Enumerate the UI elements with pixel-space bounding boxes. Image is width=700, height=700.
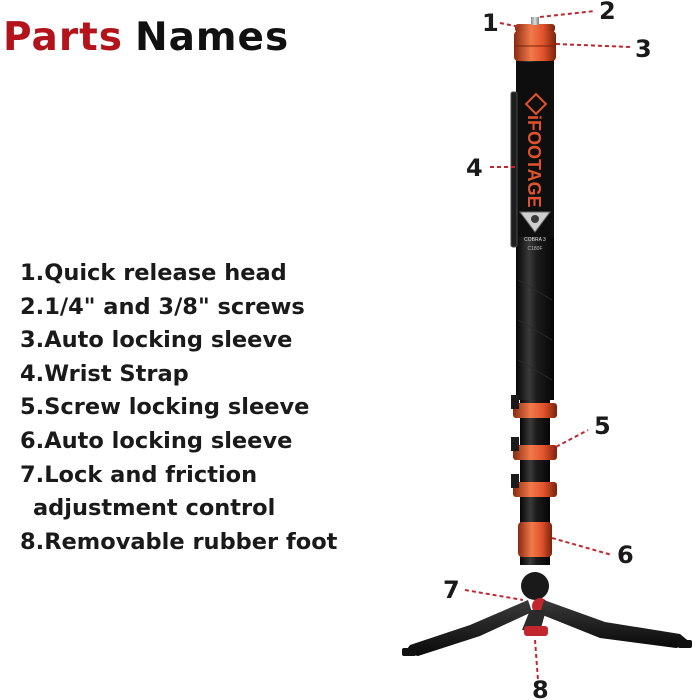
callout-2: 2	[599, 0, 616, 25]
callout-1: 1	[482, 9, 499, 37]
parts-list-item: 6.Auto locking sleeve	[20, 427, 293, 454]
screw-locking-sleeve	[513, 482, 557, 497]
callout-8: 8	[532, 676, 549, 700]
screw-stud	[531, 17, 539, 25]
screw-locking-sleeve	[513, 403, 557, 418]
brand-logo-text: iFOOTAGE	[524, 115, 544, 208]
parts-list-item: 4.Wrist Strap	[20, 360, 189, 387]
rubber-foot	[524, 626, 548, 636]
brand-logo: iFOOTAGE	[524, 92, 548, 208]
callout-5: 5	[594, 412, 611, 440]
model-code-text: C180F	[527, 246, 542, 252]
quick-release-head	[515, 24, 555, 32]
wrist-strap	[510, 91, 518, 248]
parts-list-item: 1.Quick release head	[20, 260, 287, 286]
title-word-parts: Parts	[3, 15, 123, 60]
tripod-leg-right	[540, 600, 692, 648]
leader-line-3	[555, 43, 631, 48]
leader-line-7	[464, 589, 524, 601]
cobra-badge: COBRA 3 C180F	[519, 211, 551, 252]
parts-list-item: 5.Screw locking sleeve	[20, 394, 310, 421]
ball-joint	[521, 572, 549, 600]
leader-line-5	[549, 429, 589, 451]
title-word-names: Names	[134, 15, 290, 60]
lock-lever	[511, 395, 519, 409]
lower-locking-sleeve	[518, 522, 552, 557]
carbon-pattern	[517, 279, 553, 381]
parts-list-item: 7.Lock and friction	[20, 461, 258, 488]
leader-line-6	[551, 537, 613, 556]
leader-line-8	[534, 639, 539, 681]
parts-list: 1.Quick release head 2.1/4" and 3/8" scr…	[20, 257, 337, 559]
callout-6: 6	[617, 541, 634, 569]
rubber-foot	[402, 648, 416, 656]
tripod-leg-left	[404, 600, 532, 656]
leader-line-1	[499, 22, 521, 28]
lock-lever	[511, 437, 519, 451]
parts-list-item: 8.Removable rubber foot	[20, 528, 338, 555]
parts-list-item-continued: adjustment control	[33, 495, 276, 522]
foam-grip	[516, 62, 554, 237]
lock-lever	[511, 474, 519, 488]
callout-3: 3	[635, 35, 652, 63]
parts-list-item: 3.Auto locking sleeve	[20, 327, 293, 354]
leader-line-2	[539, 10, 596, 18]
callout-4: 4	[466, 154, 483, 182]
model-text: COBRA 3	[524, 237, 546, 243]
callout-7: 7	[443, 576, 460, 604]
parts-list-item: 2.1/4" and 3/8" screws	[20, 293, 305, 320]
screw-locking-sleeve	[513, 445, 557, 460]
rubber-foot	[678, 640, 692, 648]
